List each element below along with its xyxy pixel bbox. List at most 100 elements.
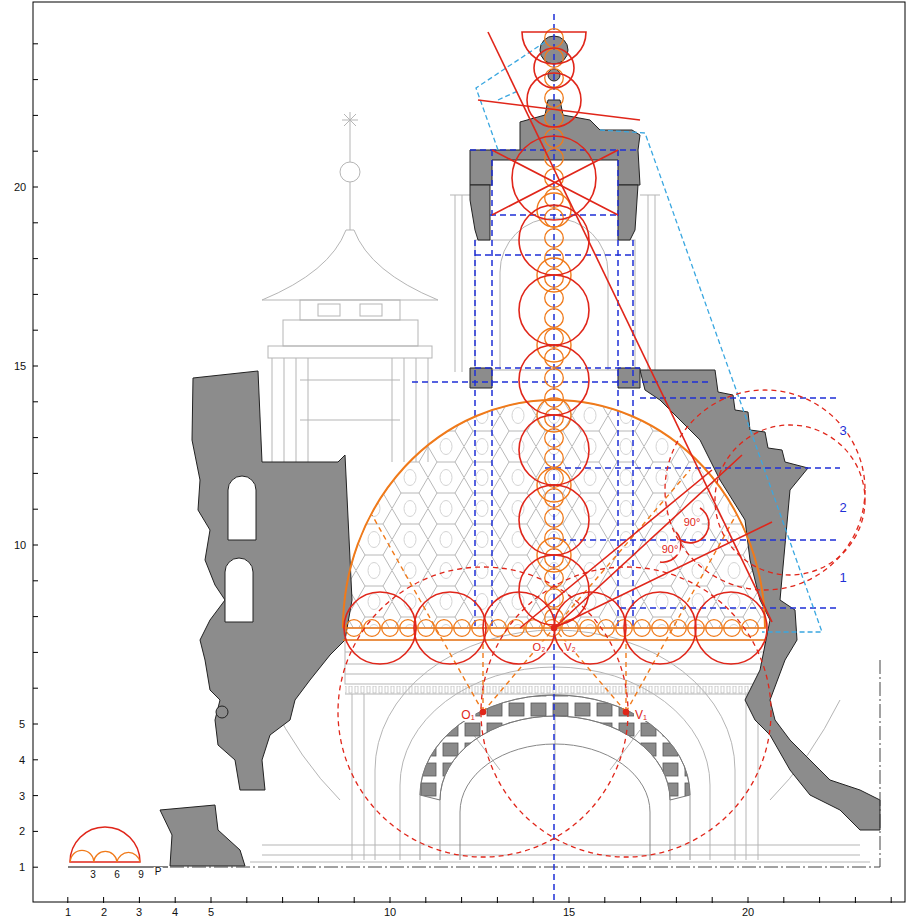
red-construction bbox=[680, 508, 709, 543]
red-construction bbox=[519, 555, 589, 625]
axis-label: 20 bbox=[741, 907, 755, 918]
point-label: O₂ bbox=[532, 642, 547, 653]
elevation-lines bbox=[283, 320, 418, 346]
red-construction bbox=[344, 592, 416, 664]
red-construction bbox=[534, 48, 574, 88]
step-number: 1 bbox=[838, 571, 847, 584]
elevation-lines bbox=[350, 140, 351, 230]
scale-bar bbox=[68, 827, 168, 867]
frame bbox=[33, 44, 38, 867]
elevation-lines bbox=[300, 300, 400, 320]
axis-label: 5 bbox=[207, 907, 215, 918]
red-construction bbox=[522, 32, 586, 64]
coffer-band bbox=[460, 744, 650, 860]
axis-label: 3 bbox=[135, 907, 143, 918]
red-construction bbox=[519, 485, 589, 555]
red-construction bbox=[519, 205, 589, 275]
coffer-band bbox=[420, 695, 690, 860]
elevation-lines bbox=[375, 630, 735, 860]
red-construction bbox=[520, 455, 772, 628]
wall-section bbox=[225, 558, 253, 622]
scale-label: 9 bbox=[137, 870, 145, 880]
red-construction bbox=[552, 626, 557, 631]
red-construction bbox=[481, 710, 486, 715]
axis-label: 5 bbox=[18, 719, 26, 730]
point-label: V₂ bbox=[563, 642, 577, 653]
step-number: 2 bbox=[838, 501, 847, 514]
elevation-lines bbox=[400, 667, 710, 860]
elevation-lines bbox=[340, 162, 360, 182]
angle-label: 90° bbox=[683, 517, 702, 528]
wall-section bbox=[618, 185, 638, 240]
elevation-lines bbox=[345, 652, 765, 674]
red-construction bbox=[624, 710, 629, 715]
axis-label: 3 bbox=[18, 791, 26, 802]
axis-label: 15 bbox=[13, 361, 27, 372]
angle-label: 90° bbox=[661, 544, 680, 555]
wall-section bbox=[216, 706, 228, 718]
wall-section bbox=[228, 476, 256, 540]
elevation-lines bbox=[268, 346, 432, 358]
axis-label: 4 bbox=[18, 755, 26, 766]
elevation-lines bbox=[345, 640, 765, 684]
axis-label: 10 bbox=[383, 907, 397, 918]
scale-bar bbox=[70, 850, 140, 862]
red-construction bbox=[519, 345, 589, 415]
axis-label: 1 bbox=[18, 862, 26, 873]
elevation-lines bbox=[318, 304, 340, 316]
axis-label: 2 bbox=[18, 826, 26, 837]
axis-label: 4 bbox=[171, 907, 179, 918]
red-construction bbox=[338, 32, 865, 857]
wall-section bbox=[640, 370, 880, 830]
scale-bar bbox=[70, 827, 140, 862]
red-construction bbox=[660, 532, 681, 562]
red-construction bbox=[624, 592, 696, 664]
red-construction bbox=[527, 73, 581, 127]
red-construction bbox=[478, 100, 640, 120]
axis-label: 2 bbox=[100, 907, 108, 918]
elevation-lines bbox=[262, 230, 438, 300]
red-construction bbox=[488, 32, 772, 622]
elevation-lines bbox=[420, 695, 690, 860]
wall-section bbox=[192, 371, 352, 790]
wall-section bbox=[160, 36, 880, 866]
elevation-lines bbox=[360, 304, 382, 316]
axis-label: 10 bbox=[13, 540, 27, 551]
base-line bbox=[170, 867, 880, 868]
axis-label: 20 bbox=[13, 182, 27, 193]
point-label: O₁ bbox=[460, 709, 475, 721]
red-construction bbox=[695, 592, 767, 664]
orange-construction bbox=[343, 28, 766, 712]
frame bbox=[68, 897, 891, 903]
frame bbox=[33, 2, 905, 903]
base-line bbox=[170, 660, 880, 867]
red-construction bbox=[512, 136, 596, 220]
coffer-band bbox=[420, 695, 690, 800]
elevation-lines bbox=[272, 358, 428, 462]
step-number: 3 bbox=[838, 424, 847, 437]
frame bbox=[33, 2, 905, 902]
orange-construction bbox=[372, 470, 736, 712]
red-construction bbox=[665, 390, 865, 590]
red-construction bbox=[414, 592, 486, 664]
scale-label: 3 bbox=[89, 870, 97, 880]
red-construction bbox=[492, 150, 618, 215]
elevation-lines bbox=[342, 112, 358, 140]
red-construction bbox=[338, 567, 628, 857]
scale-label: 6 bbox=[113, 870, 121, 880]
orange-construction bbox=[537, 193, 571, 227]
wall-section bbox=[470, 185, 490, 240]
elevation-lines bbox=[345, 686, 765, 694]
base-line bbox=[880, 660, 881, 867]
axis-label: 15 bbox=[562, 907, 576, 918]
blue-grid bbox=[412, 14, 840, 902]
point-label: V₁ bbox=[634, 709, 648, 721]
scale-label: P bbox=[154, 867, 163, 877]
wall-section bbox=[160, 805, 245, 866]
red-construction bbox=[338, 390, 865, 857]
cyan-construction bbox=[476, 40, 822, 632]
axis-label: 1 bbox=[64, 907, 72, 918]
red-construction bbox=[519, 275, 589, 345]
